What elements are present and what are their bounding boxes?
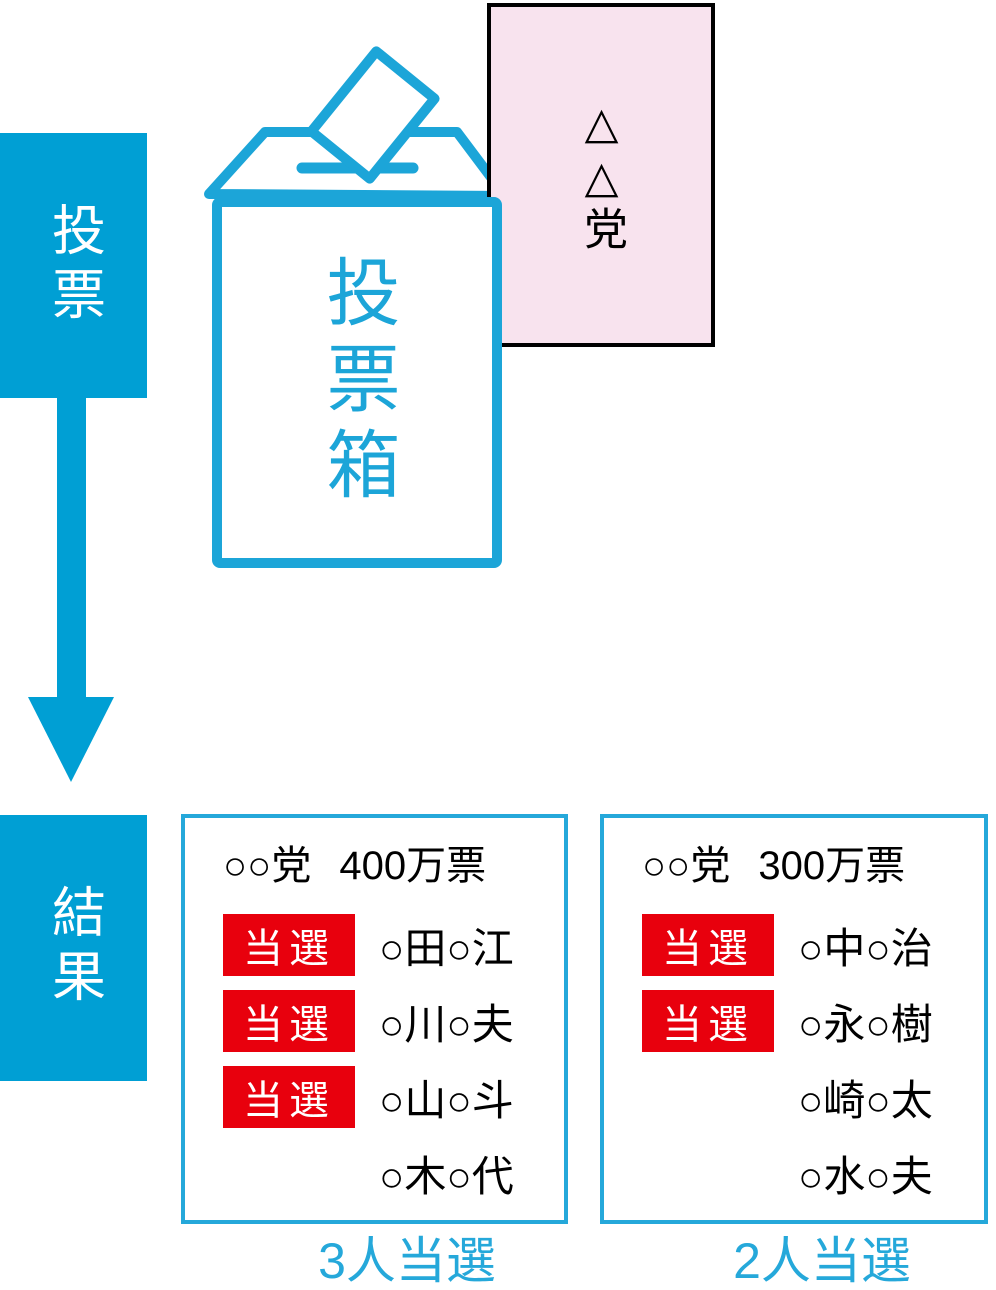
result-caption-1: 3人当選	[318, 1233, 496, 1289]
candidate-row: 当選 ○川○夫	[223, 990, 564, 1052]
candidate-row: ○崎○太	[642, 1066, 984, 1128]
candidate-name: ○田○江	[379, 924, 514, 972]
candidate-name: ○木○代	[379, 1152, 514, 1200]
candidate-name: ○川○夫	[379, 1000, 514, 1048]
ballot-box-illustration	[204, 46, 510, 201]
candidate-name: ○永○樹	[798, 1000, 933, 1048]
party-ballot-paper: △△党	[487, 3, 715, 347]
candidate-row: 当選 ○中○治	[642, 914, 984, 976]
result-stage-label: 結果	[0, 815, 147, 1081]
vote-stage-label: 投票	[0, 133, 147, 398]
vote-count: 400万票	[339, 844, 487, 888]
elected-badge: 当選	[642, 990, 774, 1052]
party-votes-header: ○○党 400万票	[223, 842, 564, 890]
party-name: ○○党	[642, 844, 731, 888]
candidate-row: ○水○夫	[642, 1142, 984, 1204]
ballot-box-body: 投票箱	[212, 197, 502, 568]
ballot-box-label: 投票箱	[316, 253, 399, 512]
elected-badge: 当選	[223, 914, 355, 976]
elected-badge: 当選	[223, 1066, 355, 1128]
candidate-row: 当選 ○永○樹	[642, 990, 984, 1052]
elected-badge: 当選	[223, 990, 355, 1052]
down-arrow-stem	[57, 398, 86, 699]
candidate-name: ○中○治	[798, 924, 933, 972]
inserted-ballot	[306, 46, 440, 184]
elected-badge: 当選	[642, 914, 774, 976]
result-box-1: ○○党 400万票 当選 ○田○江 当選 ○川○夫 当選 ○山○斗 ○木○代	[181, 814, 568, 1224]
result-caption-2: 2人当選	[733, 1233, 911, 1289]
vote-count: 300万票	[758, 844, 906, 888]
candidate-row: ○木○代	[223, 1142, 564, 1204]
vote-stage-text: 投票	[43, 201, 104, 330]
result-box-2: ○○党 300万票 当選 ○中○治 当選 ○永○樹 ○崎○太 ○水○夫	[600, 814, 988, 1224]
candidate-name: ○水○夫	[798, 1152, 933, 1200]
result-stage-text: 結果	[43, 884, 104, 1012]
down-arrow-head	[28, 697, 114, 782]
party-votes-header: ○○党 300万票	[642, 842, 984, 890]
candidate-row: 当選 ○田○江	[223, 914, 564, 976]
candidate-row: 当選 ○山○斗	[223, 1066, 564, 1128]
party-name: ○○党	[223, 844, 312, 888]
party-ballot-label: △△党	[577, 97, 626, 253]
candidate-name: ○山○斗	[379, 1076, 514, 1124]
candidate-name: ○崎○太	[798, 1076, 933, 1124]
